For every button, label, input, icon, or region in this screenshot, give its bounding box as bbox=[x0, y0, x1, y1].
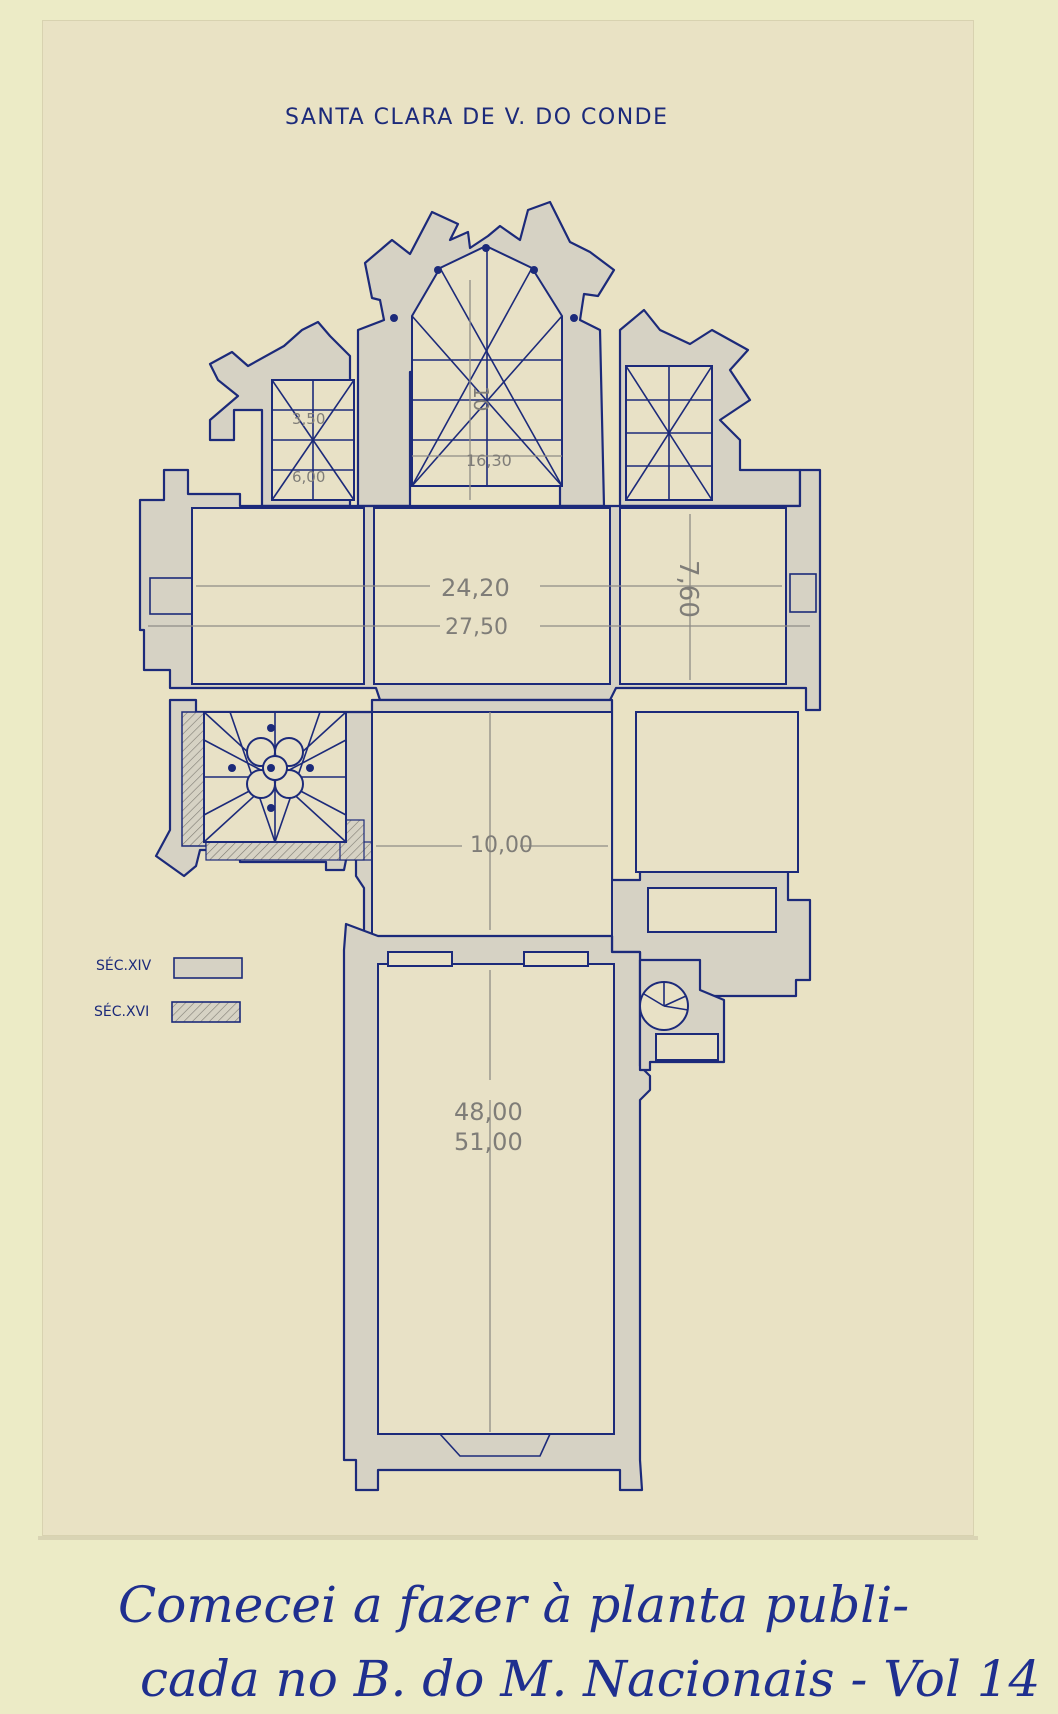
right-apse-chapel bbox=[618, 308, 802, 508]
transept-inner-length-label: 24,20 bbox=[441, 574, 510, 602]
left-chapel-top-label: 3,50 bbox=[292, 410, 325, 428]
caption-line-2: cada no B. do M. Nacionais - Vol 14 bbox=[140, 1650, 1040, 1708]
crossing: 10,00 bbox=[154, 698, 812, 998]
drawing-title: SANTA CLARA DE V. DO CONDE bbox=[285, 105, 669, 130]
nave-inner-length-label: 48,00 bbox=[454, 1098, 523, 1126]
left-chapel-bottom-label: 6,00 bbox=[292, 468, 325, 486]
legend-swatch-hatched bbox=[171, 1001, 241, 1023]
legend-label-sec-xiv: SÉC.XIV bbox=[96, 957, 152, 974]
vault-boss-quatrefoil bbox=[246, 737, 304, 799]
transept: 24,20 27,50 7,60 bbox=[138, 468, 822, 712]
legend-label-sec-xvi: SÉC.XVI bbox=[94, 1003, 149, 1020]
transept-depth-label: 7,60 bbox=[673, 560, 703, 618]
stair-tower bbox=[638, 958, 726, 1072]
legend: SÉC.XIV SÉC.XVI bbox=[94, 957, 243, 1023]
apse-center-length-label: 10 bbox=[469, 386, 493, 411]
sheet-edge bbox=[38, 1536, 978, 1540]
crossing-width-label: 10,00 bbox=[470, 833, 533, 858]
transept-outer-length-label: 27,50 bbox=[445, 615, 508, 640]
apse-center-width-label: 16,30 bbox=[466, 451, 512, 470]
nave: 48,00 51,00 bbox=[342, 922, 652, 1492]
central-apse: 10 16,30 bbox=[356, 200, 616, 508]
left-apse-chapel: 3,50 6,00 bbox=[208, 320, 355, 508]
nave-outer-length-label: 51,00 bbox=[454, 1128, 523, 1156]
caption-line-1: Comecei a fazer à planta publi- bbox=[118, 1576, 909, 1634]
legend-swatch-plain bbox=[173, 957, 243, 979]
